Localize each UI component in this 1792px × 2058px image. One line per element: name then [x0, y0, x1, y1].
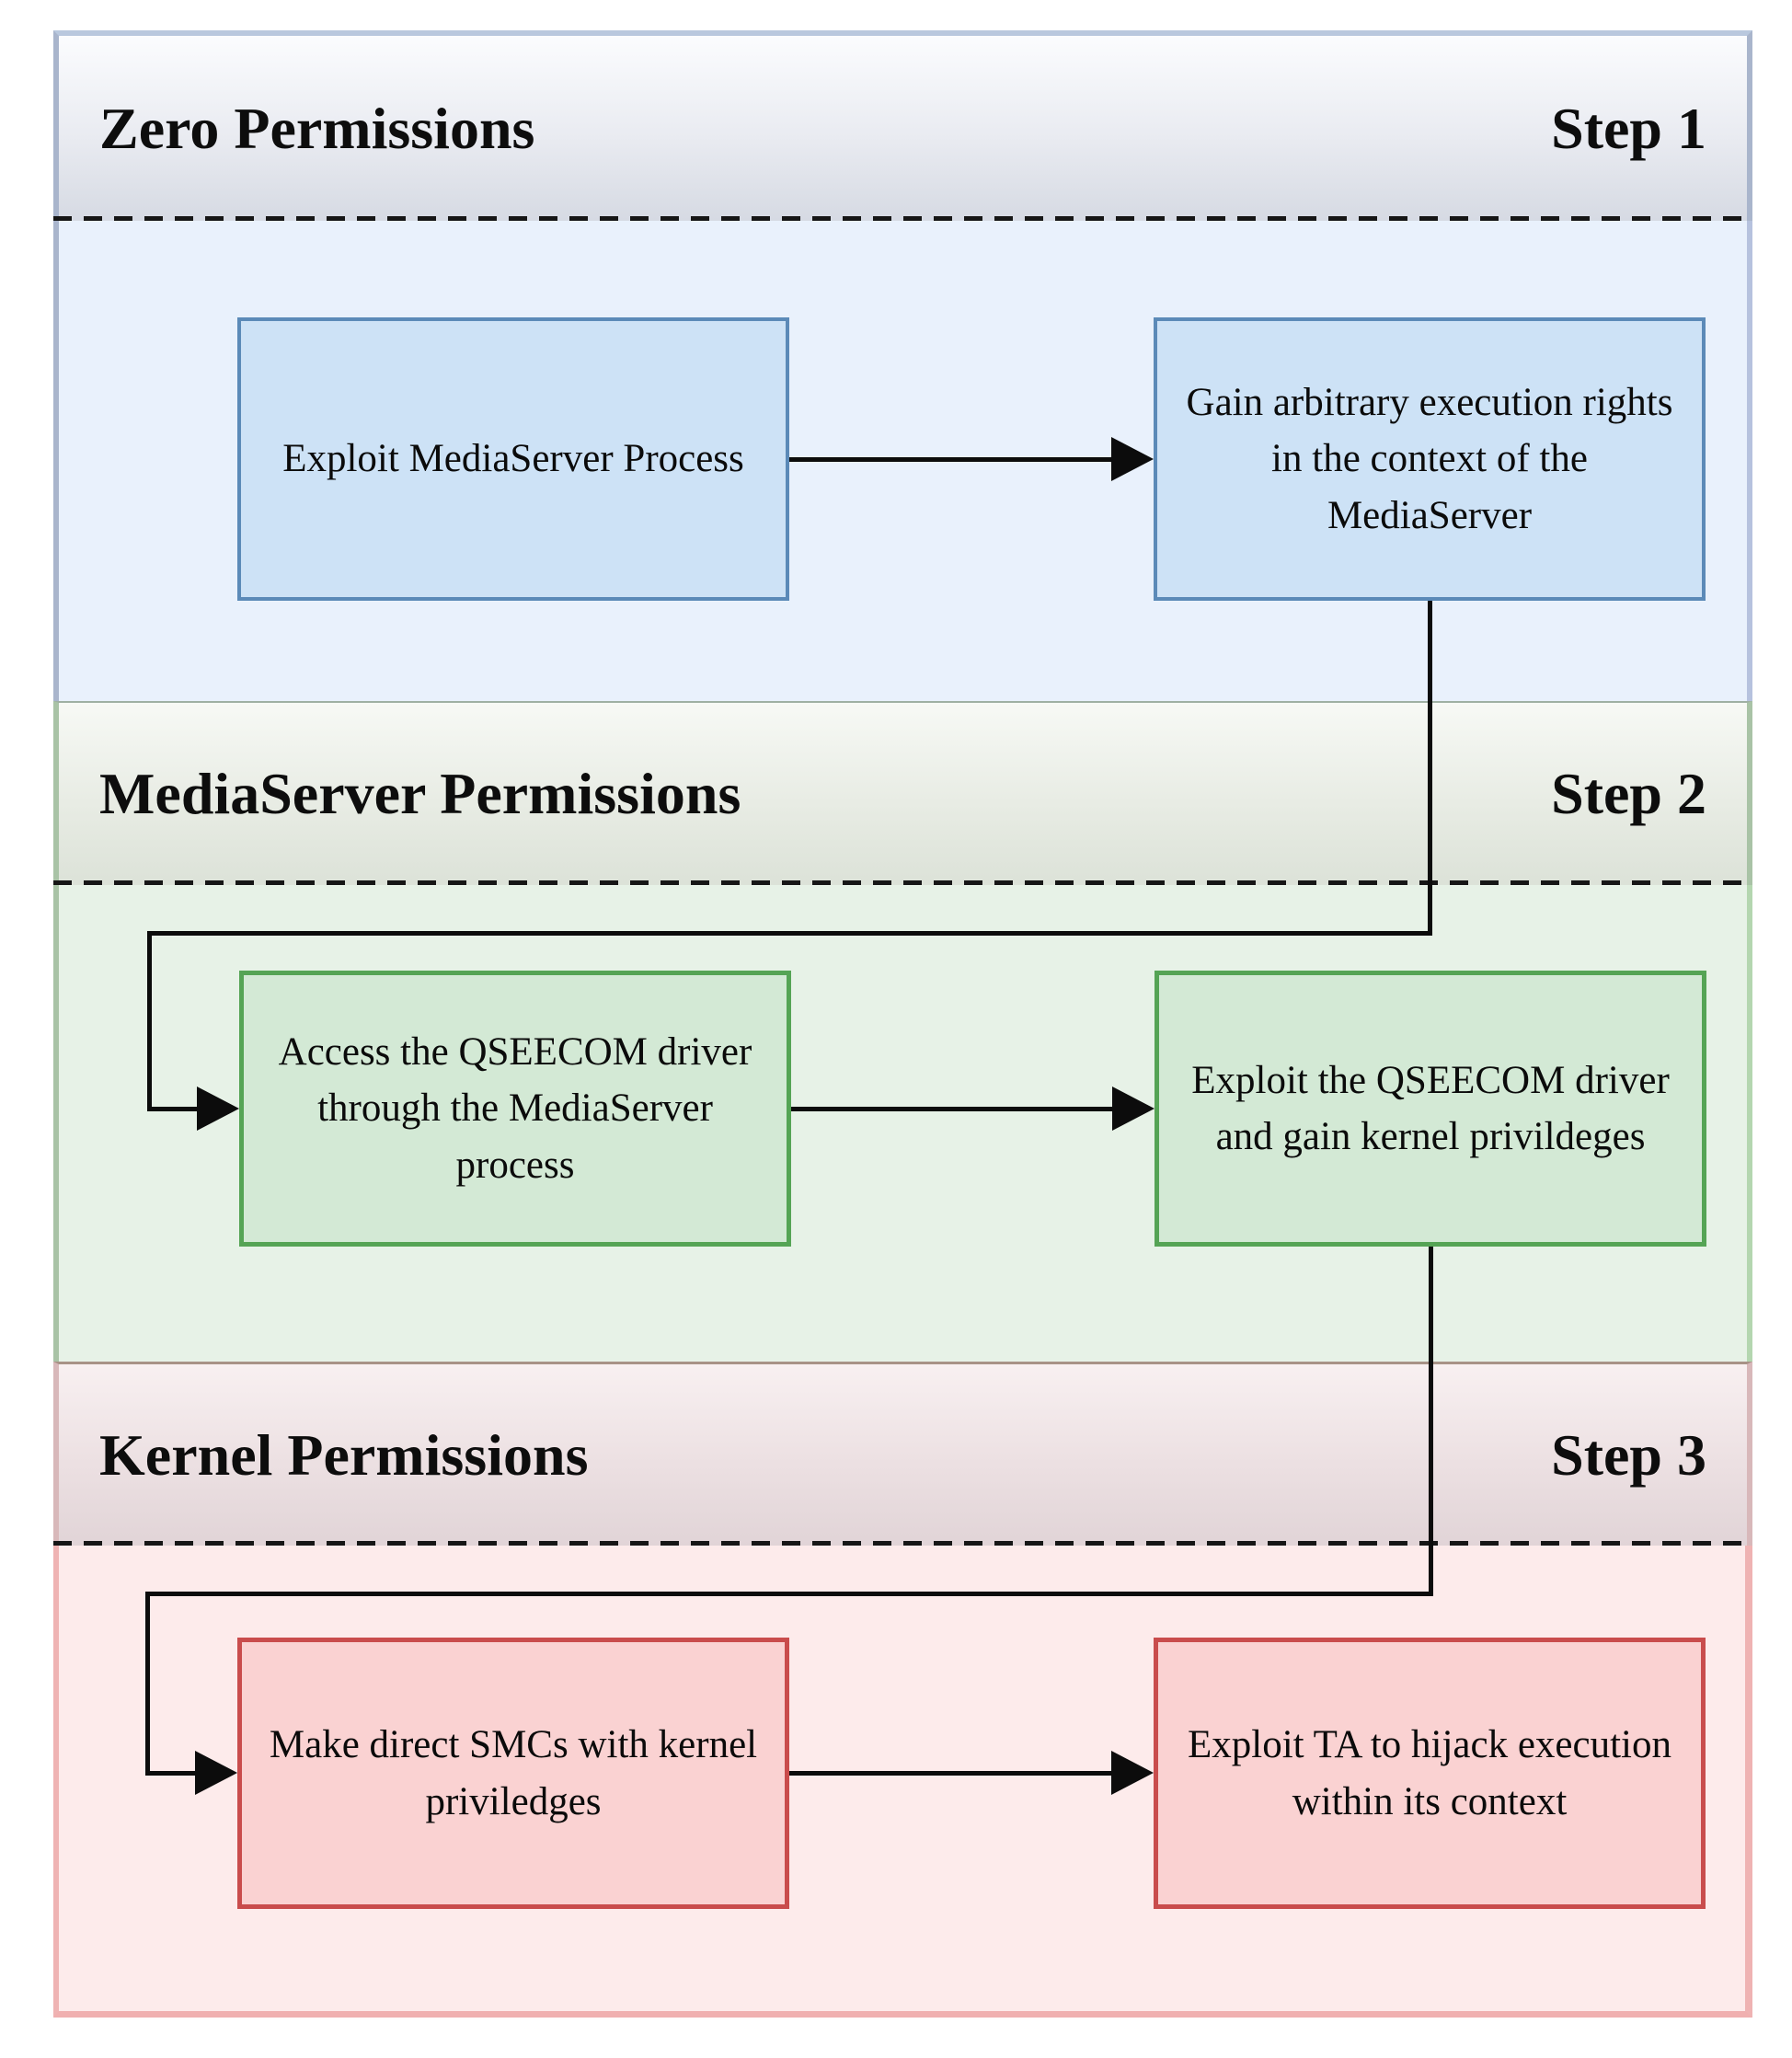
- flow-box-text: Exploit TA to hijack execution within it…: [1188, 1723, 1671, 1823]
- connector-into-box3-stub: [147, 1107, 201, 1111]
- flow-box-text: Make direct SMCs with kernel priviledges: [269, 1723, 758, 1823]
- arrowhead-into-box4: [1112, 1086, 1154, 1131]
- connector-box5-box6: [789, 1771, 1113, 1776]
- dashed-separator-step3: [53, 1541, 1752, 1546]
- flow-box-text: Access the QSEECOM driver through the Me…: [278, 1030, 752, 1187]
- exploit-flow-diagram: Zero Permissions Step 1 MediaServer Perm…: [53, 30, 1752, 2018]
- flow-box-exploit-qseecom-driver: Exploit the QSEECOM driver and gain kern…: [1154, 971, 1706, 1247]
- flow-box-direct-smcs: Make direct SMCs with kernel priviledges: [237, 1638, 789, 1909]
- flow-box-exploit-ta: Exploit TA to hijack execution within it…: [1154, 1638, 1706, 1909]
- flow-box-text: Exploit MediaServer Process: [282, 437, 744, 481]
- band-mediaserver-permissions-header: MediaServer Permissions Step 2: [53, 701, 1752, 885]
- flow-box-text: Exploit the QSEECOM driver and gain kern…: [1191, 1058, 1670, 1158]
- step-2-label: Step 2: [1551, 761, 1706, 826]
- arrowhead-into-box3: [197, 1086, 239, 1131]
- connector-box4-box5-horizontal: [145, 1592, 1433, 1596]
- flow-box-access-qseecom-driver: Access the QSEECOM driver through the Me…: [239, 971, 791, 1247]
- dashed-separator-step2: [53, 880, 1752, 885]
- arrowhead-into-box2: [1111, 437, 1154, 481]
- connector-box2-box3-horizontal: [147, 931, 1432, 936]
- band-mediaserver-permissions-label: MediaServer Permissions: [99, 761, 741, 826]
- step-1-label: Step 1: [1551, 95, 1706, 161]
- connector-into-box5-stub: [145, 1771, 199, 1776]
- band-zero-permissions-label: Zero Permissions: [99, 95, 535, 161]
- dashed-separator-step1: [53, 216, 1752, 221]
- band-kernel-permissions-header: Kernel Permissions Step 3: [53, 1362, 1752, 1546]
- flow-box-gain-execution-rights: Gain arbitrary execution rights in the c…: [1154, 317, 1706, 601]
- flow-box-text: Gain arbitrary execution rights in the c…: [1186, 381, 1673, 537]
- connector-box2-drop: [1428, 601, 1432, 936]
- band-zero-permissions-header: Zero Permissions Step 1: [53, 30, 1752, 221]
- connector-box4-drop: [1429, 1247, 1433, 1596]
- arrowhead-into-box5: [195, 1751, 237, 1795]
- arrowhead-into-box6: [1111, 1751, 1154, 1795]
- connector-box1-box2: [789, 457, 1113, 462]
- step-3-label: Step 3: [1551, 1421, 1706, 1488]
- connector-box2-box3-drop: [147, 931, 152, 1111]
- connector-box3-box4: [791, 1107, 1113, 1111]
- connector-box4-box5-drop: [145, 1592, 150, 1776]
- flow-box-exploit-mediaserver: Exploit MediaServer Process: [237, 317, 789, 601]
- band-kernel-permissions-label: Kernel Permissions: [99, 1421, 589, 1488]
